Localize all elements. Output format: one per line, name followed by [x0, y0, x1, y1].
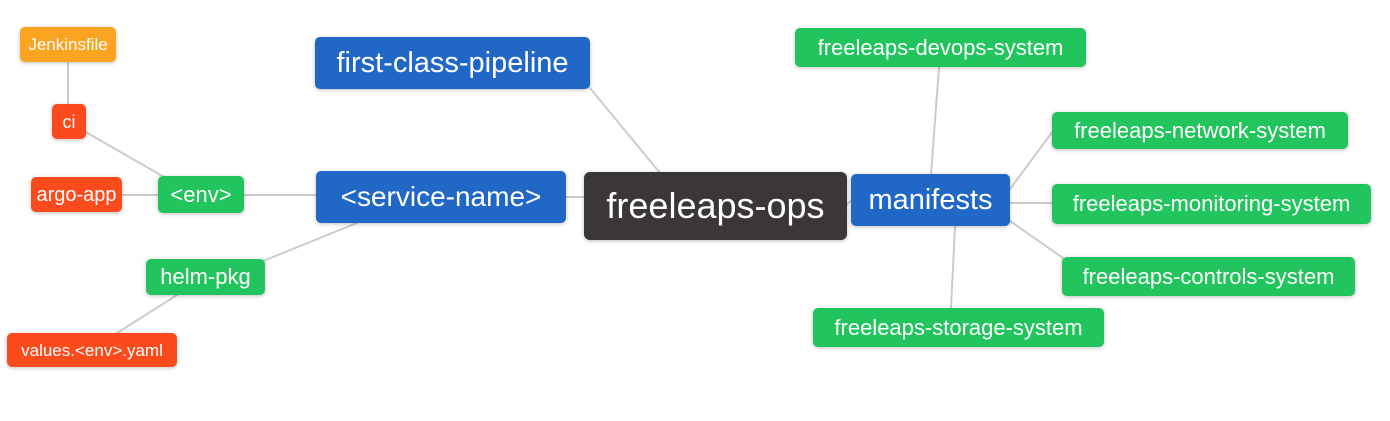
- node-label: <service-name>: [340, 181, 542, 212]
- node-first-class-pipeline[interactable]: first-class-pipeline: [315, 37, 590, 89]
- node-freeleaps-monitoring-system[interactable]: freeleaps-monitoring-system: [1052, 184, 1371, 224]
- node-freeleaps-storage-system[interactable]: freeleaps-storage-system: [813, 308, 1104, 347]
- node-freeleaps-network-system[interactable]: freeleaps-network-system: [1052, 112, 1348, 149]
- node-argo-app[interactable]: argo-app: [31, 177, 122, 212]
- edge-service-name-helm-pkg: [262, 222, 358, 262]
- node-label: freeleaps-monitoring-system: [1072, 191, 1351, 216]
- node-label: freeleaps-devops-system: [817, 34, 1064, 60]
- node-label: freeleaps-network-system: [1074, 117, 1326, 143]
- node-label: freeleaps-ops: [606, 185, 825, 226]
- node-ci[interactable]: ci: [52, 104, 86, 139]
- edge-manifests-controls: [1009, 220, 1064, 259]
- node-freeleaps-devops-system[interactable]: freeleaps-devops-system: [795, 28, 1086, 67]
- node-env[interactable]: <env>: [158, 176, 244, 213]
- edge-helm-pkg-values: [116, 294, 178, 334]
- node-freeleaps-ops[interactable]: freeleaps-ops: [584, 172, 847, 240]
- node-label: freeleaps-controls-system: [1082, 263, 1335, 289]
- node-label: argo-app: [36, 183, 117, 206]
- node-label: Jenkinsfile: [28, 35, 108, 54]
- node-values-env-yaml[interactable]: values.<env>.yaml: [7, 333, 177, 367]
- edge-manifests-network: [1009, 130, 1054, 190]
- node-label: freeleaps-storage-system: [834, 314, 1083, 340]
- node-label: <env>: [170, 181, 232, 207]
- node-freeleaps-controls-system[interactable]: freeleaps-controls-system: [1062, 257, 1355, 296]
- edge-pipeline-ops: [589, 87, 661, 174]
- node-label: manifests: [868, 183, 993, 216]
- node-helm-pkg[interactable]: helm-pkg: [146, 259, 265, 295]
- node-manifests[interactable]: manifests: [851, 174, 1010, 226]
- edge-manifests-storage: [950, 225, 956, 309]
- edge-manifests-devops: [930, 66, 940, 175]
- node-label: ci: [62, 111, 76, 132]
- edge-ci-env: [83, 130, 165, 178]
- node-label: values.<env>.yaml: [21, 340, 163, 360]
- node-jenkinsfile[interactable]: Jenkinsfile: [20, 27, 116, 62]
- node-label: helm-pkg: [160, 264, 251, 289]
- node-label: first-class-pipeline: [336, 46, 569, 79]
- node-service-name[interactable]: <service-name>: [316, 171, 566, 223]
